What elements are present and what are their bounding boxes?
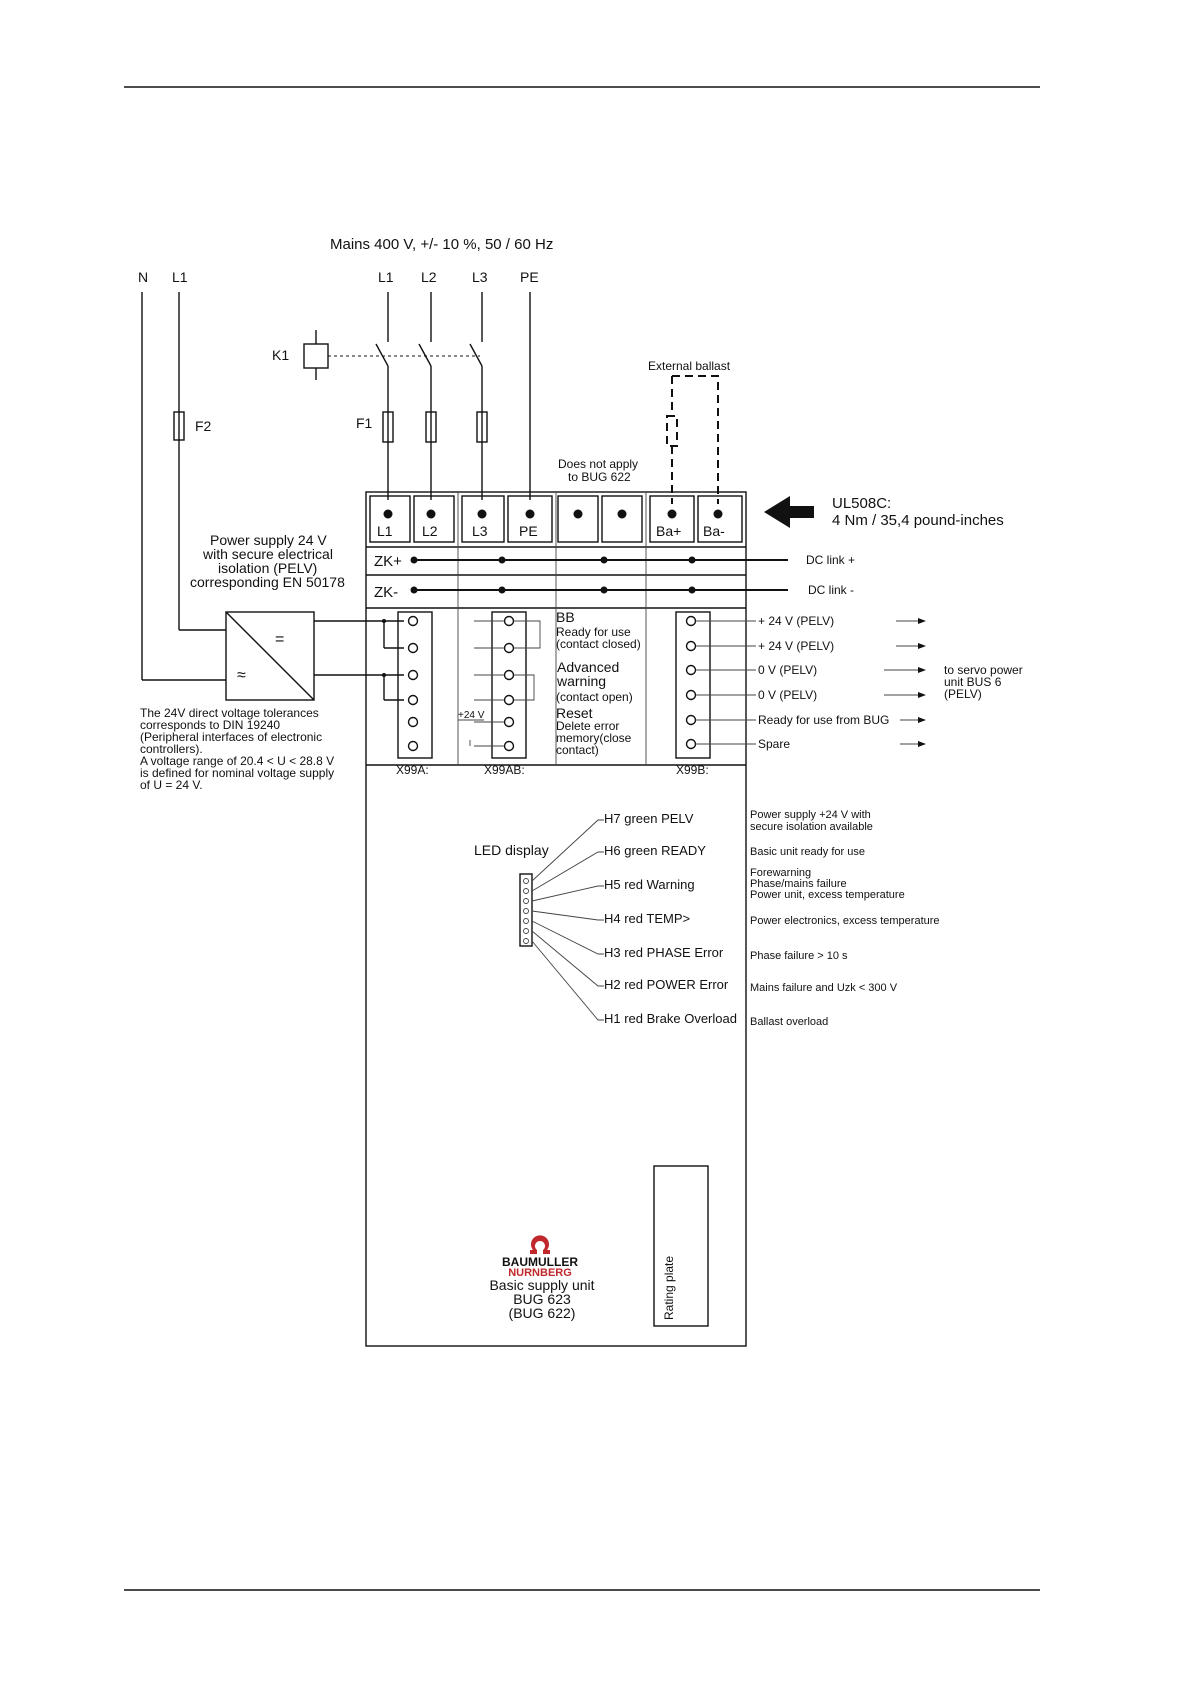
phase-l2: L2 bbox=[421, 269, 437, 285]
led-h4-desc: Power electronics, excess temperature bbox=[750, 915, 940, 927]
terminal-ba-plus: Ba+ bbox=[656, 523, 681, 539]
svg-text:+24 V: +24 V bbox=[458, 710, 485, 721]
label-n: N bbox=[138, 269, 148, 285]
fuse-f1-label: F1 bbox=[356, 415, 373, 431]
contactor-k1-label: K1 bbox=[272, 347, 289, 363]
psu-line3: isolation (PELV) bbox=[218, 560, 317, 576]
svg-text:BAUMULLER: BAUMULLER bbox=[502, 1255, 578, 1269]
zk-plus-label: ZK+ bbox=[374, 553, 402, 570]
led-h7-desc1: Power supply +24 V with bbox=[750, 809, 871, 821]
psu-line4: corresponding EN 50178 bbox=[190, 574, 345, 590]
connector-x99ab bbox=[491, 611, 527, 759]
rating-plate-label: Rating plate bbox=[662, 1256, 676, 1320]
servo-line2: unit BUS 6 bbox=[944, 675, 1002, 689]
torque-arrow bbox=[764, 496, 814, 528]
led-h1-desc: Ballast overload bbox=[750, 1016, 828, 1028]
led-h4: H4 red TEMP> bbox=[604, 911, 690, 926]
label-l1-left: L1 bbox=[172, 269, 188, 285]
led-h2-desc: Mains failure and Uzk < 300 V bbox=[750, 982, 898, 994]
baumuller-logo: BAUMULLER NURNBERG bbox=[502, 1235, 578, 1279]
external-ballast-label: External ballast bbox=[648, 359, 731, 373]
advanced-warning-label: Advanced bbox=[557, 659, 619, 675]
zk-minus-label: ZK- bbox=[374, 584, 398, 601]
not-apply-line2: to BUG 622 bbox=[568, 470, 631, 484]
connector-x99b bbox=[675, 611, 711, 759]
psu-line2: with secure electrical bbox=[202, 546, 333, 562]
svg-text:Ready for use: Ready for use bbox=[556, 625, 631, 639]
terminal-l1: L1 bbox=[377, 523, 393, 539]
connector-x99ab-label: X99AB: bbox=[484, 763, 525, 777]
bb-label: BB bbox=[556, 609, 575, 625]
not-apply-line1: Does not apply bbox=[558, 457, 638, 471]
fuse-f1-l3 bbox=[476, 411, 488, 443]
led-display-label: LED display bbox=[474, 842, 549, 858]
svg-text:Delete error: Delete error bbox=[556, 719, 619, 733]
connector-x99a bbox=[397, 611, 433, 759]
svg-text:NURNBERG: NURNBERG bbox=[508, 1267, 572, 1279]
unit-line1: Basic supply unit bbox=[489, 1277, 594, 1293]
x99b-pin3: 0 V (PELV) bbox=[758, 663, 817, 677]
power-supply-box bbox=[225, 611, 315, 701]
servo-line3: (PELV) bbox=[944, 687, 982, 701]
note-line6: is defined for nominal voltage supply bbox=[140, 766, 334, 780]
led-h5: H5 red Warning bbox=[604, 877, 695, 892]
note-line7: of U = 24 V. bbox=[140, 778, 203, 792]
svg-text:≈: ≈ bbox=[237, 667, 246, 684]
svg-text:(contact closed): (contact closed) bbox=[556, 637, 641, 651]
servo-line1: to servo power bbox=[944, 663, 1023, 677]
led-h6-desc: Basic unit ready for use bbox=[750, 846, 865, 858]
led-h2: H2 red POWER Error bbox=[604, 977, 729, 992]
terminal-l3: L3 bbox=[472, 523, 488, 539]
led-h6: H6 green READY bbox=[604, 843, 706, 858]
led-h1: H1 red Brake Overload bbox=[604, 1011, 737, 1026]
dc-link-minus: DC link - bbox=[808, 583, 854, 597]
x99b-pin6: Spare bbox=[758, 737, 790, 751]
x99b-pin5: Ready for use from BUG bbox=[758, 713, 889, 727]
dc-link-plus: DC link + bbox=[806, 553, 855, 567]
led-h5-desc2: Phase/mains failure bbox=[750, 878, 847, 890]
x99b-pin1: + 24 V (PELV) bbox=[758, 614, 834, 628]
reset-label: Reset bbox=[556, 705, 593, 721]
terminal-pe: PE bbox=[519, 523, 538, 539]
led-h3-desc: Phase failure > 10 s bbox=[750, 950, 848, 962]
led-h3: H3 red PHASE Error bbox=[604, 945, 724, 960]
phase-pe: PE bbox=[520, 269, 539, 285]
rating-plate-box bbox=[653, 1165, 709, 1327]
connector-x99b-label: X99B: bbox=[676, 763, 709, 777]
unit-line2: BUG 623 bbox=[513, 1291, 571, 1307]
unit-line3: (BUG 622) bbox=[509, 1305, 576, 1321]
note-line1: The 24V direct voltage tolerances bbox=[140, 706, 319, 720]
svg-text:contact): contact) bbox=[556, 743, 599, 757]
psu-line1: Power supply 24 V bbox=[210, 532, 327, 548]
phase-l1: L1 bbox=[378, 269, 394, 285]
contactor-k1 bbox=[303, 343, 329, 369]
x99b-pin4: 0 V (PELV) bbox=[758, 688, 817, 702]
fuse-f1-l2 bbox=[425, 411, 437, 443]
note-line2: corresponds to DIN 19240 bbox=[140, 718, 280, 732]
svg-text:(contact open): (contact open) bbox=[556, 690, 633, 704]
led-h7-desc2: secure isolation available bbox=[750, 821, 873, 833]
led-h5-desc1: Forewarning bbox=[750, 867, 811, 879]
fuse-f2-label: F2 bbox=[195, 418, 212, 434]
connector-x99a-label: X99A: bbox=[396, 763, 429, 777]
terminal-l2: L2 bbox=[422, 523, 438, 539]
x99b-pin2: + 24 V (PELV) bbox=[758, 639, 834, 653]
terminal-ba-minus: Ba- bbox=[703, 523, 725, 539]
note-line4: controllers). bbox=[140, 742, 203, 756]
note-line3: (Peripheral interfaces of electronic bbox=[140, 730, 322, 744]
fuse-f2 bbox=[173, 411, 185, 441]
fuse-f1-l1 bbox=[382, 411, 394, 443]
note-line5: A voltage range of 20.4 < U < 28.8 V bbox=[140, 754, 334, 768]
svg-text:=: = bbox=[275, 631, 284, 648]
led-strip bbox=[519, 873, 533, 947]
led-h7: H7 green PELV bbox=[604, 811, 694, 826]
torque-line2: 4 Nm / 35,4 pound-inches bbox=[832, 512, 1004, 529]
svg-text:warning: warning bbox=[556, 673, 606, 689]
svg-text:memory(close: memory(close bbox=[556, 731, 632, 745]
led-h5-desc3: Power unit, excess temperature bbox=[750, 889, 905, 901]
phase-l3: L3 bbox=[472, 269, 488, 285]
torque-line1: UL508C: bbox=[832, 495, 891, 512]
mains-label: Mains 400 V, +/- 10 %, 50 / 60 Hz bbox=[330, 236, 553, 253]
